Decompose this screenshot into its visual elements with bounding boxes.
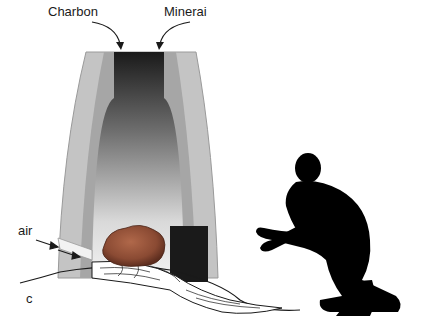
input-label: Minerai [164,5,207,18]
slag [92,261,282,313]
input-arrows [92,22,190,44]
figure-letter: c [26,292,33,305]
input-label: Charbon [48,5,98,18]
air-arrows [36,240,80,259]
person-silhouette [256,153,401,316]
slag-flow-lines [100,262,260,308]
air-label: air [18,224,32,237]
tuyere [58,238,92,260]
iron-bloom [103,225,165,266]
arrowheads [116,42,164,50]
tap-door [170,226,208,282]
